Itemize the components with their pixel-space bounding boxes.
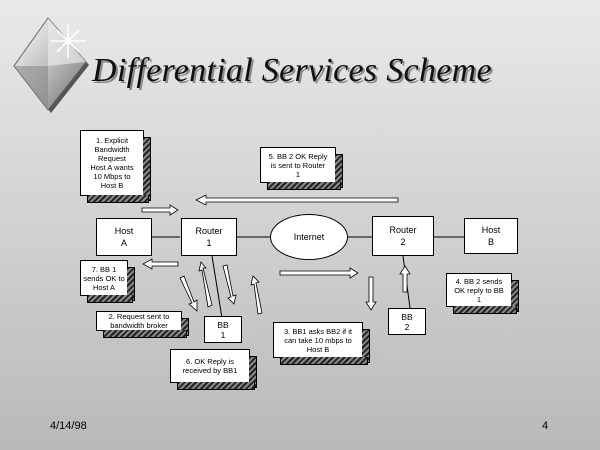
callout-step1: 1. Explicit Bandwidth Request Host A wan… xyxy=(80,130,151,203)
arrow-step1 xyxy=(141,204,179,216)
bb-2-label-1: BB xyxy=(401,311,413,322)
link-router1-bb1 xyxy=(211,255,223,319)
slide-title: Differential Services Scheme xyxy=(92,52,492,89)
callout-step2-text: 2. Request sent to bandwidth broker xyxy=(108,312,170,330)
host-b-label-1: Host xyxy=(481,225,501,235)
host-a-label-1: Host xyxy=(114,226,134,236)
callout-step2: 2. Request sent to bandwidth broker xyxy=(96,311,189,338)
callout-step3-text: 3. BB1 asks BB2 if it can take 10 mbps t… xyxy=(284,326,352,354)
callout-step3: 3. BB1 asks BB2 if it can take 10 mbps t… xyxy=(273,322,370,365)
arrow-bb1-down xyxy=(222,264,237,305)
arrow-step5 xyxy=(195,194,399,206)
callout-step5: 5. BB 2 OK Reply is sent to Router 1 xyxy=(260,147,343,190)
arrow-bb1-up-1 xyxy=(198,261,213,308)
callout-step7-text: 7. BB 1 sends OK to Host A xyxy=(83,264,125,292)
router-2-label-1: Router xyxy=(389,225,417,235)
callout-step6: 6. OK Reply is received by BB1 xyxy=(170,349,257,390)
internet-cloud: Internet xyxy=(270,214,348,260)
bb-2-label-2: 2 xyxy=(404,321,410,332)
arrow-step7 xyxy=(142,258,179,270)
host-b-label-2: B xyxy=(487,237,494,247)
callout-step7: 7. BB 1 sends OK to Host A xyxy=(80,260,135,303)
bb-1-label-2: 1 xyxy=(220,329,226,340)
host-a-label-2: A xyxy=(120,238,127,248)
arrow-step6 xyxy=(250,275,263,315)
footer-date: 4/14/98 xyxy=(50,420,87,432)
internet-label: Internet xyxy=(293,232,325,242)
arrow-internet-router2 xyxy=(279,267,359,279)
callout-step4-text: 4. BB 2 sends OK reply to BB 1 xyxy=(454,276,504,304)
router-2-label-2: 2 xyxy=(400,237,406,247)
callout-step6-text: 6. OK Reply is received by BB1 xyxy=(182,357,238,375)
router-1-label-1: Router xyxy=(195,226,223,236)
arrow-bb2-up xyxy=(399,265,411,293)
callout-step5-text: 5. BB 2 OK Reply is sent to Router 1 xyxy=(268,151,328,179)
callout-step1-text: 1. Explicit Bandwidth Request Host A wan… xyxy=(90,136,134,190)
arrow-step2 xyxy=(179,275,198,312)
arrow-down-bb2 xyxy=(365,276,377,311)
router-1-box: Router 1 xyxy=(181,218,237,256)
bb-1-label-1: BB xyxy=(217,319,229,330)
router-1-label-2: 1 xyxy=(206,238,212,248)
diamond-logo-icon xyxy=(13,17,89,113)
router-2-box: Router 2 xyxy=(372,216,434,256)
footer-page-number: 4 xyxy=(542,420,549,432)
callout-step4: 4. BB 2 sends OK reply to BB 1 xyxy=(446,273,519,314)
